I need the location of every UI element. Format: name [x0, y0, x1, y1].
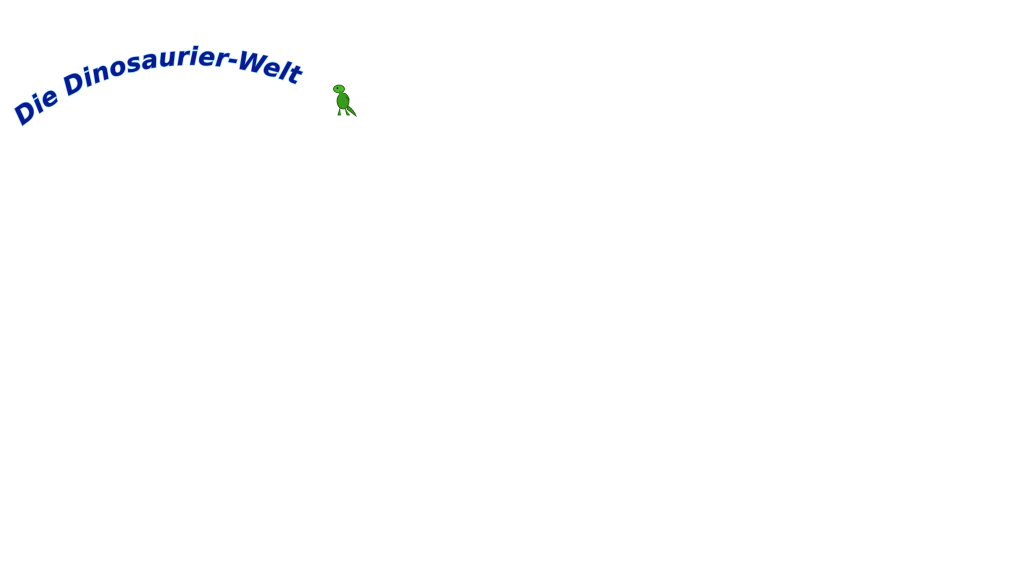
dinosaur-icon — [333, 84, 357, 118]
logo-svg: Die Dinosaurier-Welt — [8, 41, 307, 131]
site-title: Die Dinosaurier-Welt — [8, 41, 307, 131]
logo-text-path: Die Dinosaurier-Welt — [9, 42, 306, 131]
site-logo[interactable]: Die Dinosaurier-Welt — [0, 0, 380, 140]
